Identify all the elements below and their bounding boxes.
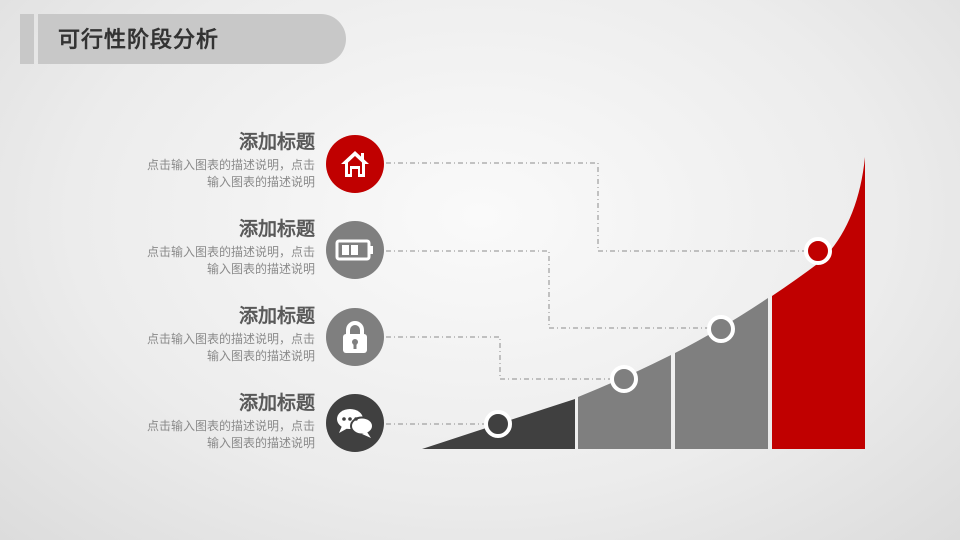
stage-marker: [610, 365, 638, 393]
home-icon: [341, 151, 369, 177]
chat-bubbles-icon: [337, 409, 374, 438]
connector-line: [386, 250, 721, 329]
item-title: 添加标题: [238, 219, 315, 240]
item-description-line: 点击输入图表的描述说明，点击: [146, 419, 315, 433]
item-title: 添加标题: [238, 132, 315, 153]
stage-marker: [484, 410, 512, 438]
item-description-line: 点击输入图表的描述说明，点击: [146, 332, 315, 346]
home-icon-circle: [326, 135, 384, 193]
stage-bar-2: [578, 355, 671, 449]
connector-line: [386, 162, 818, 252]
title-banner: [38, 14, 346, 64]
stage-bar-4: [772, 157, 865, 449]
list-item: 添加标题 点击输入图表的描述说明，点击 输入图表的描述说明: [100, 392, 315, 452]
item-description-line: 输入图表的描述说明: [206, 349, 315, 363]
battery-icon-circle: [326, 221, 384, 279]
item-title: 添加标题: [238, 393, 315, 414]
stage-marker: [707, 315, 735, 343]
item-description: 点击输入图表的描述说明，点击 输入图表的描述说明: [100, 244, 315, 278]
item-description: 点击输入图表的描述说明，点击 输入图表的描述说明: [100, 157, 315, 191]
item-title: 添加标题: [238, 306, 315, 327]
stage-bar-3: [675, 298, 768, 449]
item-description-line: 输入图表的描述说明: [206, 175, 315, 189]
page-title: 可行性阶段分析: [58, 27, 220, 52]
title-accent-bar: [20, 14, 34, 64]
list-item: 添加标题 点击输入图表的描述说明，点击 输入图表的描述说明: [100, 131, 315, 191]
list-item: 添加标题 点击输入图表的描述说明，点击 输入图表的描述说明: [100, 305, 315, 365]
item-description: 点击输入图表的描述说明，点击 输入图表的描述说明: [100, 331, 315, 365]
chat-bubbles-icon-circle: [326, 394, 384, 452]
item-description-line: 点击输入图表的描述说明，点击: [146, 158, 315, 172]
item-description-line: 输入图表的描述说明: [206, 262, 315, 276]
battery-icon: [335, 239, 373, 261]
item-description-line: 输入图表的描述说明: [206, 436, 315, 450]
lock-icon-circle: [326, 308, 384, 366]
list-item: 添加标题 点击输入图表的描述说明，点击 输入图表的描述说明: [100, 218, 315, 278]
lock-icon: [343, 321, 367, 353]
item-description-line: 点击输入图表的描述说明，点击: [146, 245, 315, 259]
connector-line: [386, 336, 624, 380]
item-description: 点击输入图表的描述说明，点击 输入图表的描述说明: [100, 418, 315, 452]
stage-marker: [804, 237, 832, 265]
